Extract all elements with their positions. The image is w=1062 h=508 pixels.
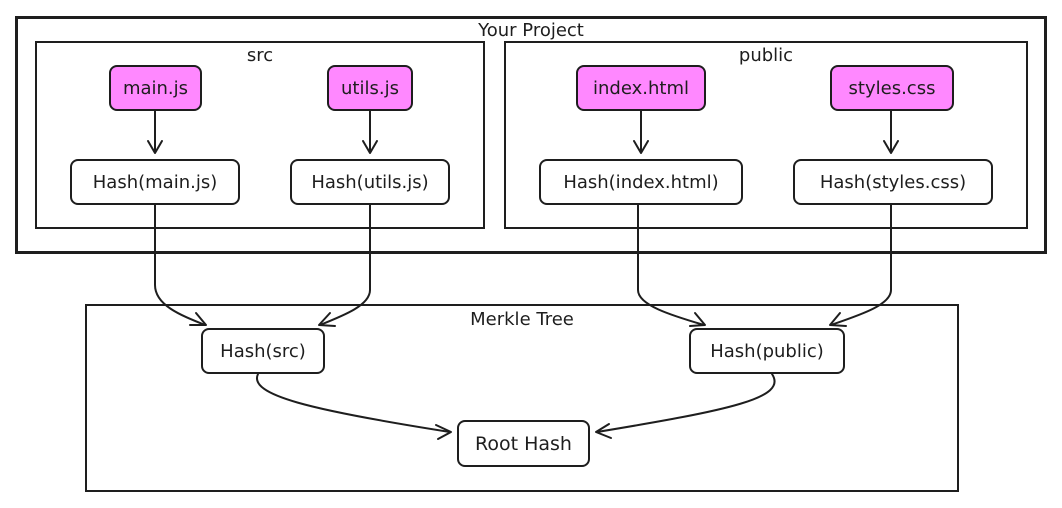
root-hash[interactable]: Root Hash [457,420,590,467]
hash-main-js[interactable]: Hash(main.js) [70,159,240,205]
public-frame [504,41,1028,229]
hash-index-html[interactable]: Hash(index.html) [539,159,743,205]
src-label: src [246,45,274,66]
public-label: public [738,45,794,66]
project-label: Your Project [478,20,584,41]
project-frame [15,16,1047,254]
hash-utils-js[interactable]: Hash(utils.js) [290,159,450,205]
merkle-tree-frame [85,304,959,492]
file-main-js[interactable]: main.js [109,65,202,111]
file-index-html[interactable]: index.html [576,65,706,111]
file-styles-css[interactable]: styles.css [830,65,954,111]
hash-public[interactable]: Hash(public) [689,328,845,374]
hash-src[interactable]: Hash(src) [201,328,325,374]
hash-styles-css[interactable]: Hash(styles.css) [793,159,993,205]
file-utils-js[interactable]: utils.js [327,65,413,111]
merkle-tree-label: Merkle Tree [470,309,574,330]
src-frame [35,41,485,229]
